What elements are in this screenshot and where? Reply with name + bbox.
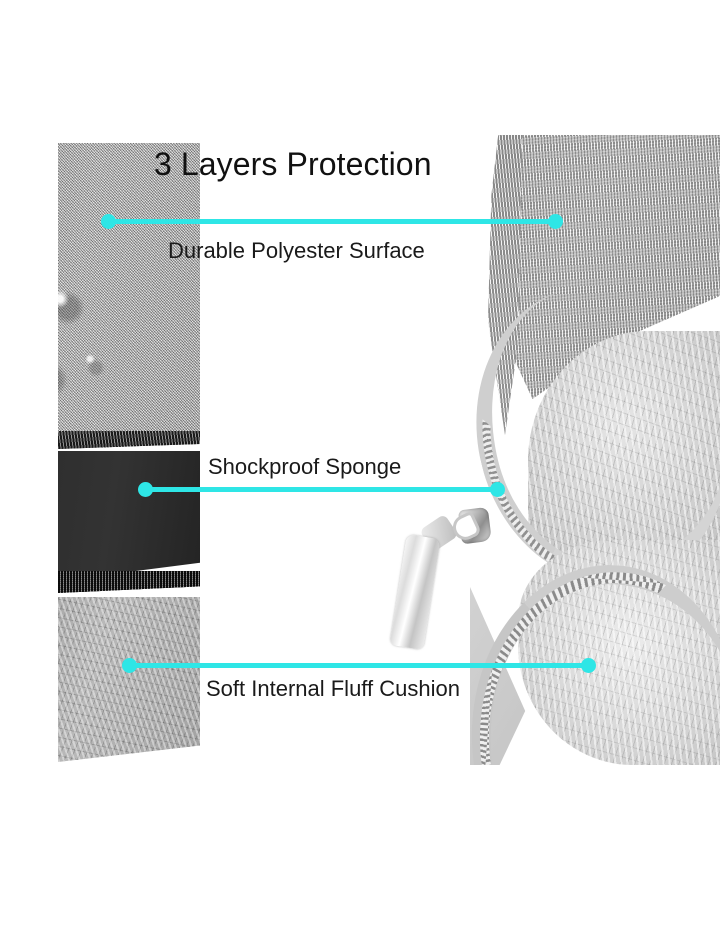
layer-cross-section-diagram	[0, 135, 210, 765]
sponge-layer-slab	[57, 451, 200, 581]
callout-line-inner	[129, 663, 589, 668]
callout-dot-outer-left	[101, 214, 116, 229]
callout-line-outer	[108, 219, 556, 224]
fluff-layer-slab	[57, 597, 200, 762]
infographic-title: 3 Layers Protection	[154, 146, 432, 182]
callout-label-durable-polyester-surface: Durable Polyester Surface	[168, 238, 425, 263]
zipper-slider	[448, 503, 494, 552]
callout-label-shockproof-sponge: Shockproof Sponge	[208, 454, 402, 479]
polyester-layer-slab	[57, 143, 200, 443]
laptop-sleeve-photo	[470, 135, 720, 765]
callout-dot-middle-left	[138, 482, 153, 497]
callout-label-soft-internal-fluff-cushion: Soft Internal Fluff Cushion	[206, 676, 460, 701]
zipper-pull-tab	[389, 534, 441, 650]
callout-line-middle	[145, 487, 498, 492]
callout-dot-middle-right	[490, 482, 505, 497]
sponge-layer-edge	[57, 571, 200, 593]
polyester-layer-edge	[57, 431, 200, 449]
callout-dot-inner-right	[581, 658, 596, 673]
callout-dot-inner-left	[122, 658, 137, 673]
callout-dot-outer-right	[548, 214, 563, 229]
